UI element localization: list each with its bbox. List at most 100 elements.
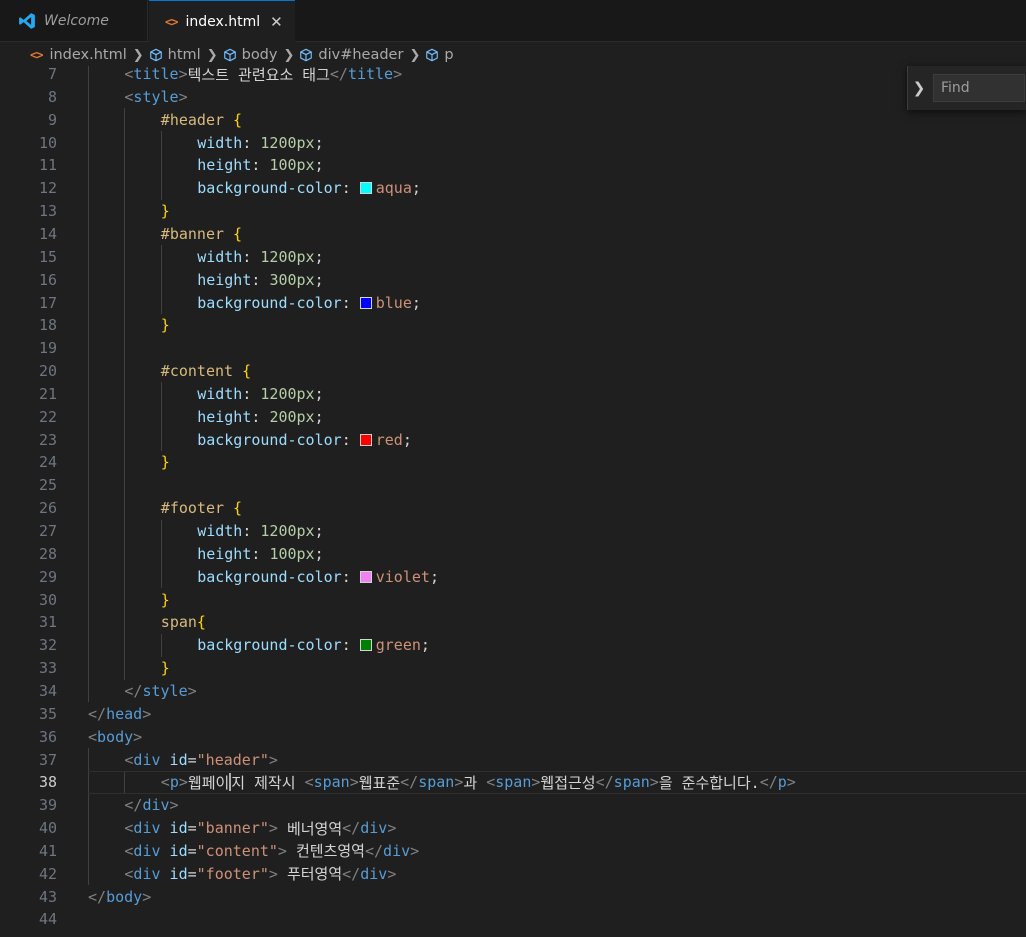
code-token: height: [197, 544, 252, 563]
indent-guide: [88, 313, 89, 337]
indent-guide: [124, 382, 126, 406]
element-cube-icon: [149, 48, 162, 62]
breadcrumb-item-file[interactable]: <> index.html ❯: [30, 47, 149, 63]
code-line[interactable]: 36<body>: [0, 725, 1026, 748]
line-number: 38: [38, 773, 57, 792]
indent-guide: [88, 450, 89, 474]
code-line[interactable]: 34</style>: [0, 679, 1026, 703]
color-swatch[interactable]: [359, 570, 372, 583]
color-swatch[interactable]: [359, 639, 372, 652]
code-line[interactable]: 43</body>: [0, 885, 1026, 908]
code-token: {: [233, 224, 243, 243]
indent-guide: [160, 131, 162, 155]
close-icon[interactable]: ✕: [270, 12, 283, 31]
indent-guide: [124, 428, 126, 452]
code-line[interactable]: 13}: [0, 199, 1026, 223]
indent-guide: [88, 268, 89, 292]
code-line[interactable]: 9#header {: [0, 108, 1026, 132]
indent-guide: [88, 108, 89, 132]
code-line[interactable]: 37<div id="header">: [0, 748, 1026, 771]
code-token: </: [124, 796, 143, 815]
code-token: height: [197, 407, 252, 426]
code-token: >: [268, 819, 278, 838]
code-token: 1200px: [260, 522, 315, 540]
tab-index-html[interactable]: <> index.html ✕: [149, 0, 295, 42]
indent-guide: [124, 565, 126, 589]
code-token: style: [142, 681, 188, 700]
tab-welcome-label: Welcome: [44, 12, 109, 29]
text-cursor: [229, 773, 232, 792]
code-line[interactable]: 20#content {: [0, 359, 1026, 383]
code-token: ;: [314, 247, 324, 266]
code-token: <: [124, 841, 134, 860]
code-line[interactable]: 42<div id="footer"> 푸터영역</div>: [0, 862, 1026, 886]
find-input[interactable]: [933, 74, 1025, 102]
code-line[interactable]: 44: [0, 908, 1026, 931]
code-line[interactable]: 7<title>텍스트 관련요소 태그</title>: [0, 66, 1026, 86]
code-line[interactable]: 33}: [0, 656, 1026, 680]
code-token: }: [160, 453, 170, 472]
line-number: 16: [38, 270, 57, 289]
code-line[interactable]: 35</head>: [0, 702, 1026, 725]
code-token: green: [375, 636, 421, 655]
code-token: "banner": [196, 819, 269, 838]
code-line[interactable]: 19: [0, 336, 1026, 360]
code-token: [161, 865, 170, 883]
code-line[interactable]: 18}: [0, 313, 1026, 337]
tab-welcome[interactable]: Welcome: [0, 0, 148, 41]
code-text: }: [161, 453, 170, 471]
code-token: id: [169, 864, 188, 883]
code-token: "content": [196, 841, 278, 860]
color-swatch[interactable]: [359, 182, 372, 195]
breadcrumb-item-p[interactable]: p: [425, 47, 454, 63]
code-token: =: [187, 864, 197, 883]
code-text: <title>텍스트 관련요소 태그</title>: [124, 66, 402, 85]
code-text: background-color: green;: [197, 636, 430, 654]
breadcrumb-item-div-header[interactable]: div#header ❯: [299, 47, 425, 63]
line-number: 40: [38, 819, 57, 838]
breadcrumb-item-body[interactable]: body ❯: [223, 47, 300, 63]
code-editor[interactable]: 7<title>텍스트 관련요소 태그</title>8<style>9#hea…: [0, 66, 1026, 937]
code-line[interactable]: 39</div>: [0, 793, 1026, 817]
color-swatch[interactable]: [359, 433, 372, 446]
indent-guide: [124, 153, 126, 177]
breadcrumb-item-html[interactable]: html ❯: [149, 47, 223, 63]
line-number: 17: [38, 293, 57, 312]
code-line[interactable]: 30}: [0, 588, 1026, 612]
color-swatch[interactable]: [359, 296, 372, 309]
code-line[interactable]: 25: [0, 473, 1026, 497]
code-line[interactable]: 40<div id="banner"> 베너영역</div>: [0, 816, 1026, 840]
chevron-right-icon[interactable]: ❯: [912, 79, 926, 97]
code-token: div: [360, 819, 388, 838]
code-line[interactable]: 24}: [0, 450, 1026, 474]
code-line[interactable]: 14#banner {: [0, 222, 1026, 246]
code-token: title: [347, 66, 394, 83]
indent-guide: [124, 405, 126, 429]
code-token: 웹표준: [358, 773, 401, 792]
code-line[interactable]: 41<div id="content"> 컨텐츠영역</div>: [0, 839, 1026, 863]
indent-guide: [88, 610, 89, 634]
indent-guide: [88, 85, 89, 109]
code-token: :: [251, 544, 270, 563]
code-token: width: [197, 522, 243, 540]
code-line[interactable]: 8<style>: [0, 85, 1026, 109]
code-text: #content {: [161, 362, 251, 380]
indent-guide: [124, 473, 126, 497]
code-line[interactable]: 26#footer {: [0, 496, 1026, 520]
line-number: 43: [38, 887, 57, 906]
